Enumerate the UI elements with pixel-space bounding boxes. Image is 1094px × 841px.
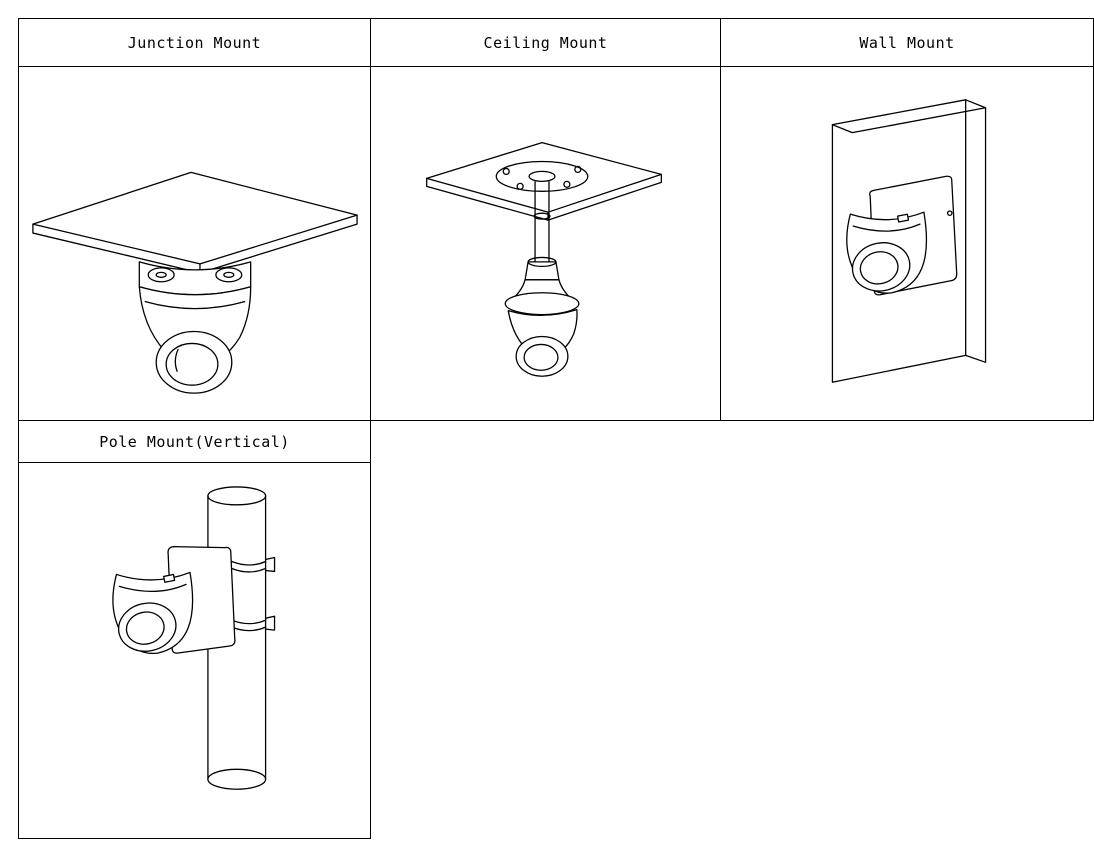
figure-cell-pole-mount-vertical <box>18 462 371 839</box>
junction-mount-drawing <box>32 171 358 394</box>
pole-mount-vertical-label: Pole Mount(Vertical) <box>99 432 290 451</box>
wall-mount-drawing <box>831 99 987 383</box>
ceiling-mount-drawing <box>426 141 662 377</box>
figure-cell-wall-mount <box>720 66 1094 421</box>
header-cell-junction-mount: Junction Mount <box>18 18 371 67</box>
wall-mount-label: Wall Mount <box>859 33 955 52</box>
header-cell-pole-mount-vertical: Pole Mount(Vertical) <box>18 420 371 463</box>
pole-mount-vertical-drawing <box>112 486 276 790</box>
header-cell-wall-mount: Wall Mount <box>720 18 1094 67</box>
figure-cell-junction-mount <box>18 66 371 421</box>
figure-cell-ceiling-mount <box>370 66 721 421</box>
mounting-options-table: Junction Mount Ceiling Mount Wall Mount <box>18 18 1094 839</box>
junction-mount-label: Junction Mount <box>127 33 262 52</box>
header-cell-ceiling-mount: Ceiling Mount <box>370 18 721 67</box>
ceiling-mount-label: Ceiling Mount <box>483 33 608 52</box>
